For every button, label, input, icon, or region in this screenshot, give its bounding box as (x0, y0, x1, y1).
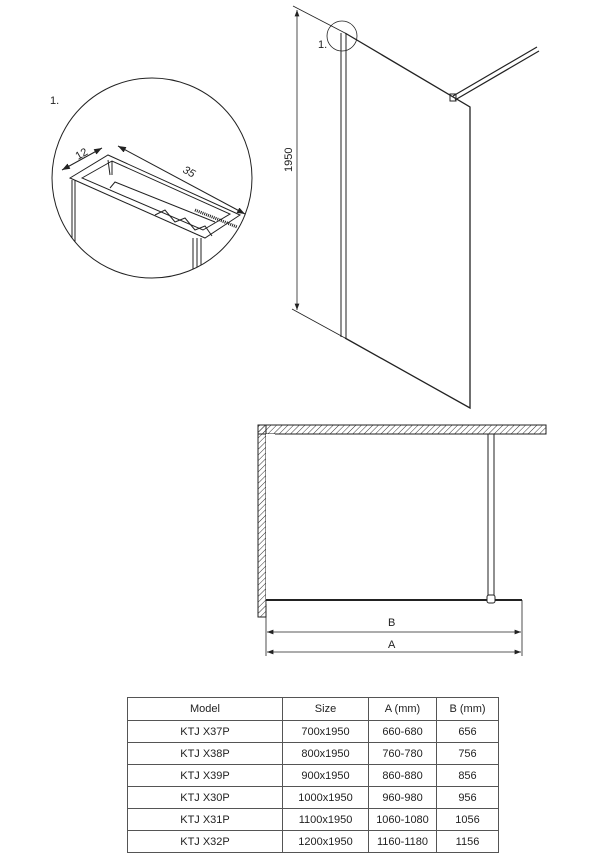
cell-a: 960-980 (368, 786, 437, 809)
header-model: Model (127, 697, 283, 721)
cell-b: 756 (436, 742, 499, 765)
elevation-view (291, 5, 540, 410)
detail-width-dimension: 12 (74, 146, 91, 163)
detail-length-dimension: 35 (181, 164, 198, 181)
cell-b: 856 (436, 764, 499, 787)
cell-b: 656 (436, 720, 499, 743)
detail-view: 1. 12 35 (50, 77, 253, 279)
dimension-a: A (388, 639, 396, 651)
cell-size: 1100x1950 (282, 808, 369, 831)
dimension-b: B (388, 617, 395, 629)
cell-size: 700x1950 (282, 720, 369, 743)
cell-a: 1060-1080 (368, 808, 437, 831)
cell-model: KTJ X37P (127, 720, 283, 743)
cell-size: 800x1950 (282, 742, 369, 765)
cell-model: KTJ X32P (127, 830, 283, 853)
detail-label: 1. (50, 95, 59, 107)
cell-size: 1000x1950 (282, 786, 369, 809)
plan-view (257, 424, 547, 656)
cell-size: 900x1950 (282, 764, 369, 787)
cell-a: 860-880 (368, 764, 437, 787)
cell-model: KTJ X30P (127, 786, 283, 809)
cell-size: 1200x1950 (282, 830, 369, 853)
cell-a: 1160-1180 (368, 830, 437, 853)
cell-model: KTJ X39P (127, 764, 283, 787)
header-size: Size (282, 697, 369, 721)
cell-b: 956 (436, 786, 499, 809)
detail-reference: 1. (318, 39, 327, 51)
cell-a: 760-780 (368, 742, 437, 765)
cell-b: 1156 (436, 830, 499, 853)
cell-b: 1056 (436, 808, 499, 831)
cell-model: KTJ X38P (127, 742, 283, 765)
cell-model: KTJ X31P (127, 808, 283, 831)
header-b: B (mm) (436, 697, 499, 721)
height-dimension: 1950 (283, 148, 295, 172)
table-header-row: Model Size A (mm) B (mm) (127, 697, 499, 721)
header-a: A (mm) (368, 697, 437, 721)
cell-a: 660-680 (368, 720, 437, 743)
